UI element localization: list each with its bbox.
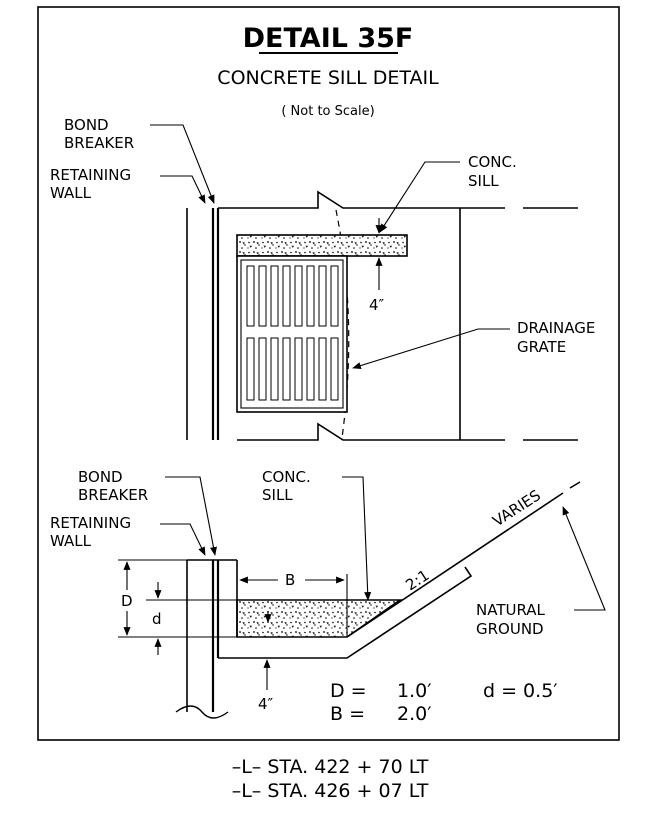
slope-base-line xyxy=(218,566,473,659)
dim-B-label: B xyxy=(285,571,295,589)
value-d: d = 0.5′ xyxy=(483,680,558,702)
slope-top-extension xyxy=(569,481,581,489)
section-retaining-wall-leader xyxy=(160,523,206,556)
detail-subtitle: CONCRETE SILL DETAIL xyxy=(217,67,439,89)
section-retaining-wall-label-2: WALL xyxy=(50,532,92,550)
section-bond-breaker-label-1: BOND xyxy=(78,468,123,486)
drawing-frame xyxy=(37,6,620,741)
plan-conc-sill-leader xyxy=(379,161,460,233)
section-wall-break xyxy=(175,705,229,719)
section-bond-breaker-label-2: BREAKER xyxy=(78,486,148,504)
plan-bond-breaker-leader xyxy=(150,124,215,204)
value-D: 1.0′ xyxy=(397,680,432,702)
slope-ratio-label: 2:1 xyxy=(402,566,432,594)
plan-conc-sill-label-1: CONC. xyxy=(468,153,517,171)
section-bond-breaker-leader xyxy=(165,476,217,556)
drainage-grate-frame xyxy=(236,255,348,413)
station-line-2: –L– STA. 426 + 07 LT xyxy=(232,780,429,802)
slope-surface-line xyxy=(346,492,564,638)
plan-retaining-wall-label-2: WALL xyxy=(50,184,92,202)
scale-note: ( Not to Scale) xyxy=(281,104,374,119)
drainage-grate-leader xyxy=(352,328,510,370)
dim-d-label: d xyxy=(152,610,162,628)
natural-ground-leader xyxy=(562,506,606,611)
drainage-grate-bars xyxy=(246,265,339,401)
dim-D-label: D xyxy=(121,592,133,610)
section-conc-sill-label-2: SILL xyxy=(262,486,293,504)
natural-ground-label-2: GROUND xyxy=(476,620,544,638)
drainage-grate-label-1: DRAINAGE xyxy=(517,319,595,337)
plan-retaining-wall-leader xyxy=(160,175,206,204)
station-line-1: –L– STA. 422 + 70 LT xyxy=(232,756,429,778)
plan-bottom-edge xyxy=(237,422,460,441)
plan-concrete-sill xyxy=(236,234,408,257)
detail-title: DETAIL 35F xyxy=(243,23,414,54)
plan-bond-breaker-label-2: BREAKER xyxy=(64,134,134,152)
section-retaining-wall-label-1: RETAINING xyxy=(50,514,131,532)
section-sill-thickness: 4″ xyxy=(258,695,274,713)
section-conc-sill-leader xyxy=(342,476,372,601)
drainage-grate-inner xyxy=(240,259,344,409)
plan-bond-breaker-label-1: BOND xyxy=(64,116,109,134)
value-D-eq: D = xyxy=(330,680,367,702)
section-conc-sill-label-1: CONC. xyxy=(262,468,311,486)
section-view: BOND BREAKER RETAINING WALL CONC. SILL V… xyxy=(50,468,606,725)
plan-retaining-wall-label-1: RETAINING xyxy=(50,166,131,184)
plan-top-edge xyxy=(218,190,460,209)
drainage-grate-label-2: GRATE xyxy=(517,338,566,356)
value-B: 2.0′ xyxy=(397,703,432,725)
plan-view: BOND BREAKER RETAINING WALL xyxy=(50,116,595,441)
natural-ground-label-1: NATURAL xyxy=(476,601,546,619)
plan-sill-thickness: 4″ xyxy=(369,296,385,314)
plan-conc-sill-label-2: SILL xyxy=(468,172,499,190)
value-B-eq: B = xyxy=(330,703,365,725)
